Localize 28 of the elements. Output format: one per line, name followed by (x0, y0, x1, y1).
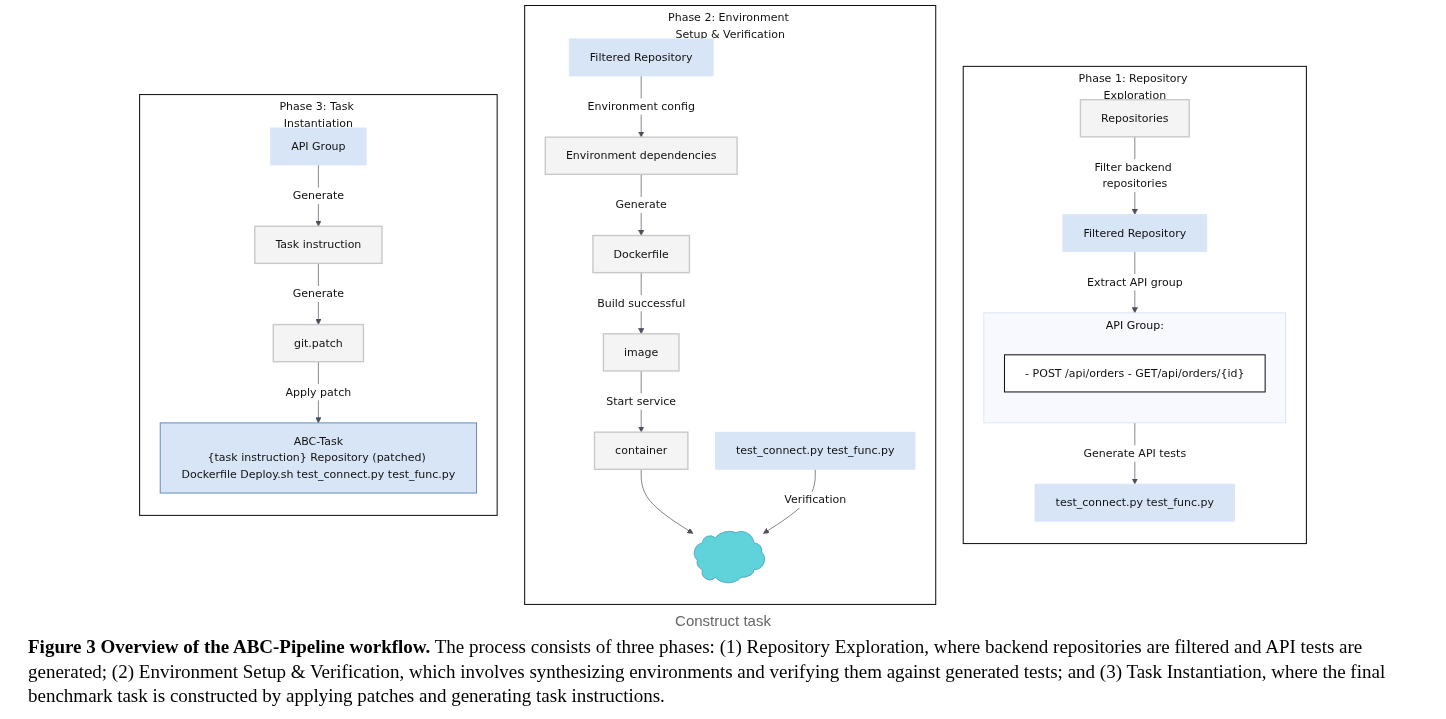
node-box: Repositories (1079, 99, 1190, 138)
node-box: test_connect.py test_func.py (1034, 483, 1236, 522)
node-cloud (693, 530, 765, 584)
edge-label: Extract API group (1086, 275, 1183, 289)
edge-label: Environment config (587, 99, 695, 113)
edge-label: Generate (292, 287, 345, 301)
node-box: ABC-Task {task instruction} Repository (patched) Dockerfile Deploy.sh test_connect.py test_func.py (159, 422, 478, 494)
figure-caption: Figure 3 Overview of the ABC-Pipeline workflow. The process consists of three phases: (1) Repository Exploration, where backend repositories are filtered and API tests are generated; (2) Environment Setup & Verification, which involves synthesizing environments and verifying them against generated tests; and (3) Task Instantiation, where the final benchmark task is constructed by applying patches and generating task instructions. (28, 634, 1387, 709)
node-box: image (602, 333, 680, 372)
edge-note: Construct task (675, 611, 771, 629)
edge-label: Verification (784, 493, 847, 507)
edge-label: Generate (615, 198, 667, 212)
node-box: Environment dependencies (544, 136, 738, 175)
node-box: git.patch (272, 323, 365, 363)
node-box: test_connect.py test_func.py (715, 431, 916, 470)
node-box: Filtered Repository (568, 38, 714, 77)
edge-label: Filter backend repositories (1094, 160, 1172, 191)
node-box: Task instruction (254, 225, 383, 265)
node-box: - POST /api/orders - GET/api/orders/{id} (1003, 354, 1266, 393)
edge-label: Apply patch (285, 385, 352, 399)
node-box: API Group (270, 127, 367, 166)
node-box: Dockerfile (592, 234, 691, 274)
edge-label: Start service (606, 394, 677, 408)
edge-label: Build successful (597, 296, 686, 310)
edge-label: Generate (292, 188, 345, 202)
node-box: Filtered Repository (1062, 214, 1208, 253)
edge-label: Generate API tests (1083, 446, 1187, 460)
node-box: container (593, 431, 689, 470)
